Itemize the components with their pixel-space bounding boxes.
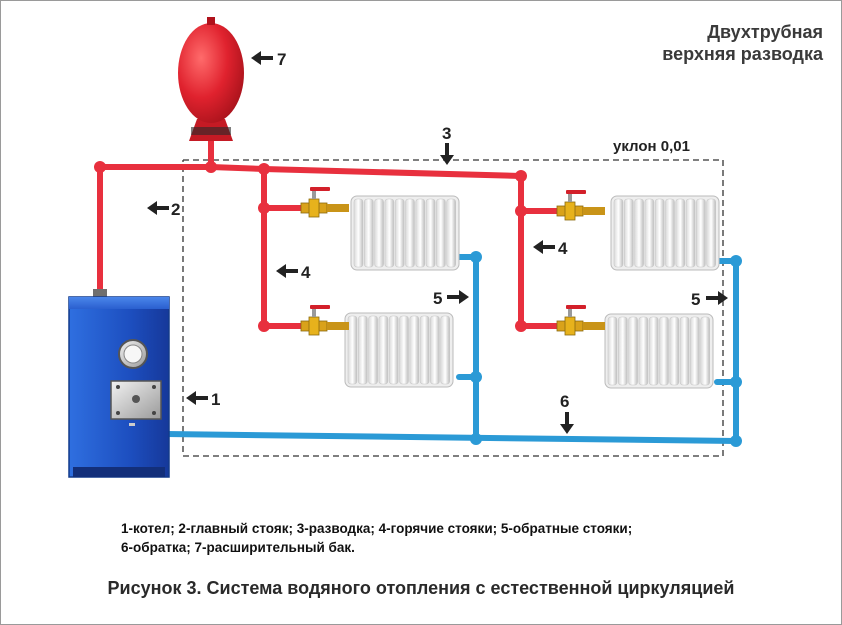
- return-pipes: [163, 254, 739, 444]
- title-line-1: Двухтрубная: [707, 22, 823, 42]
- slope-label: уклон 0,01: [613, 138, 690, 155]
- valve-1: [300, 187, 349, 218]
- arrow-down-icon: [440, 143, 454, 165]
- marker-6: 6: [560, 392, 569, 411]
- radiator-2: [344, 312, 454, 388]
- marker-4a: 4: [301, 263, 311, 282]
- arrow-left-icon: [533, 240, 555, 254]
- radiator-1: [350, 195, 460, 271]
- arrow-left-icon: [186, 391, 208, 405]
- valve-4: [556, 305, 605, 336]
- marker-3: 3: [442, 124, 451, 143]
- marker-1: 1: [211, 390, 220, 409]
- diagram-title: Двухтрубная верхняя разводка: [662, 21, 823, 65]
- return-joints: [470, 251, 742, 447]
- dashed-frame: [182, 159, 724, 457]
- expansion-tank: [178, 17, 244, 141]
- marker-5a: 5: [433, 289, 442, 308]
- radiator-3: [610, 195, 720, 271]
- valve-3: [556, 190, 605, 221]
- legend-line-2: 6-обратка; 7-расширительный бак.: [121, 540, 355, 555]
- arrow-down-icon: [560, 412, 574, 434]
- arrow-right-icon: [706, 291, 728, 305]
- legend-line-1: 1-котел; 2-главный стояк; 3-разводка; 4-…: [121, 521, 633, 536]
- hot-joints: [94, 161, 527, 332]
- boiler: [68, 289, 170, 478]
- marker-5b: 5: [691, 290, 700, 309]
- marker-2: 2: [171, 200, 180, 219]
- figure-caption: Рисунок 3. Система водяного отопления с …: [107, 578, 735, 598]
- arrows: [147, 51, 728, 434]
- hot-pipes: [97, 138, 560, 329]
- arrow-left-icon: [147, 201, 169, 215]
- legend: 1-котел; 2-главный стояк; 3-разводка; 4-…: [121, 519, 801, 557]
- arrow-left-icon: [251, 51, 273, 65]
- title-line-2: верхняя разводка: [662, 44, 823, 64]
- arrow-left-icon: [276, 264, 298, 278]
- marker-7: 7: [277, 50, 286, 69]
- arrow-right-icon: [447, 290, 469, 304]
- valve-2: [300, 305, 349, 336]
- radiator-4: [604, 313, 714, 389]
- marker-4b: 4: [558, 239, 568, 258]
